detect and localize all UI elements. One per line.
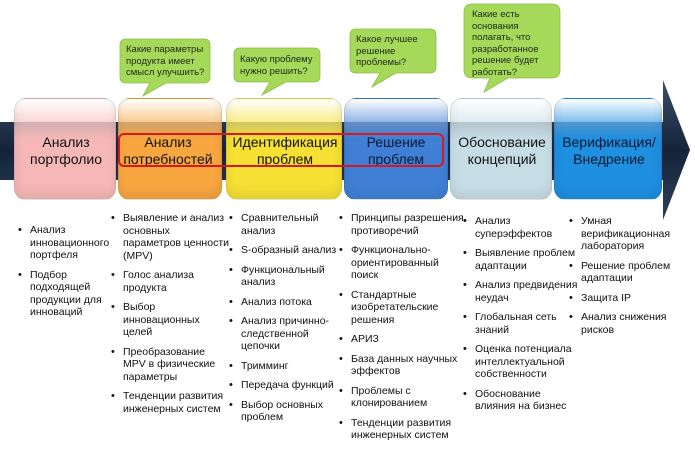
list-item: Передача функций <box>228 379 342 392</box>
list-item: Анализ предвидения неудач <box>462 279 580 304</box>
list-item: Анализ инновационного портфеля <box>17 224 117 262</box>
list-item: Выявление и анализ основных параметров ц… <box>110 212 230 262</box>
list-item: АРИЗ <box>338 333 468 346</box>
list-item: Преобразование MPV в физические параметр… <box>110 346 230 384</box>
bubble-needs <box>119 38 211 98</box>
stage-label-problems: Идентификация проблем <box>232 134 338 167</box>
list-item: Решение проблем адаптации <box>568 260 688 285</box>
stage-label-verification: Верификация/ Внедрение <box>562 134 656 167</box>
highlight-frame <box>118 133 444 167</box>
list-item: Анализ потока <box>228 296 342 309</box>
column-concept: Анализ суперэффектов Выявление проблем а… <box>462 215 580 420</box>
list-item: Выявление проблем адаптации <box>462 247 580 272</box>
list-item: Анализ снижения рисков <box>568 311 688 336</box>
column-portfolio: Анализ инновационного портфеля Подбор по… <box>17 224 117 326</box>
stage-label-needs: Анализ потребностей <box>123 134 213 167</box>
list-item: Умная верификационная лаборатория <box>568 215 688 253</box>
diagram-canvas: Анализ портфолио Анализ потребностей Иде… <box>0 0 695 431</box>
bubble-needs-text: Какие параметры продукта имеет смысл улу… <box>126 44 205 78</box>
question-bubbles <box>119 3 561 98</box>
list-item: Глобальная сеть знаний <box>462 311 580 336</box>
stage-box-needs <box>118 98 222 200</box>
list-item: Голос анализа продукта <box>110 269 230 294</box>
list-item: Анализ причинно-следственной цепочки <box>228 315 342 353</box>
list-item: Функционально-ориентированный поиск <box>338 244 468 282</box>
list-item: S-образный анализ <box>228 244 342 257</box>
list-item: База данных научных эффектов <box>338 353 468 378</box>
stage-box-concept <box>450 98 552 200</box>
stage-label-concept: Обоснование концепций <box>458 134 546 167</box>
stage-box-verification <box>554 98 662 200</box>
column-problems: Сравнительный анализ S-образный анализ Ф… <box>228 212 342 431</box>
stage-box-problems <box>226 98 342 200</box>
list-item: Тенденции развития инженерных систем <box>110 390 230 415</box>
list-item: Оценка потенциала интеллектуальной собст… <box>462 343 580 381</box>
list-item: Стандартные изобретательские решения <box>338 289 468 327</box>
list-item: Обоснование влияния на бизнес <box>462 388 580 413</box>
bubble-solution-text: Какое лучшее решение проблемы? <box>356 34 418 68</box>
list-item: Подбор подходящей продукции для инноваци… <box>17 269 117 319</box>
list-item: Тримминг <box>228 360 342 373</box>
list-item: Анализ суперэффектов <box>462 215 580 240</box>
column-solution: Принципы разрешения противоречий Функцио… <box>338 212 468 449</box>
list-item: Тенденции развития инженерных систем <box>338 417 468 442</box>
list-item: Принципы разрешения противоречий <box>338 212 468 237</box>
bubble-problems-text: Какую проблему нужно решить? <box>240 54 313 77</box>
list-item: Выбор инновационных целей <box>110 301 230 339</box>
list-item: Проблемы с клонированием <box>338 385 468 410</box>
stage-label-portfolio: Анализ портфолио <box>29 134 103 167</box>
column-verification: Умная верификационная лаборатория Решени… <box>568 215 688 343</box>
stage-box-portfolio <box>14 98 116 200</box>
list-item: Функциональный анализ <box>228 264 342 289</box>
stage-box-solution <box>344 98 448 200</box>
bubble-solution <box>349 28 437 89</box>
column-needs: Выявление и анализ основных параметров ц… <box>110 212 230 422</box>
bubble-concept <box>463 3 561 93</box>
bubble-concept-text: Какие есть основания полагать, что разра… <box>472 9 539 78</box>
stage-label-solution: Решение проблем <box>366 134 426 167</box>
bubble-problems <box>233 47 321 97</box>
list-item: Выбор основных проблем <box>228 399 342 424</box>
list-item: Сравнительный анализ <box>228 212 342 237</box>
list-item: Защита IP <box>568 292 688 305</box>
